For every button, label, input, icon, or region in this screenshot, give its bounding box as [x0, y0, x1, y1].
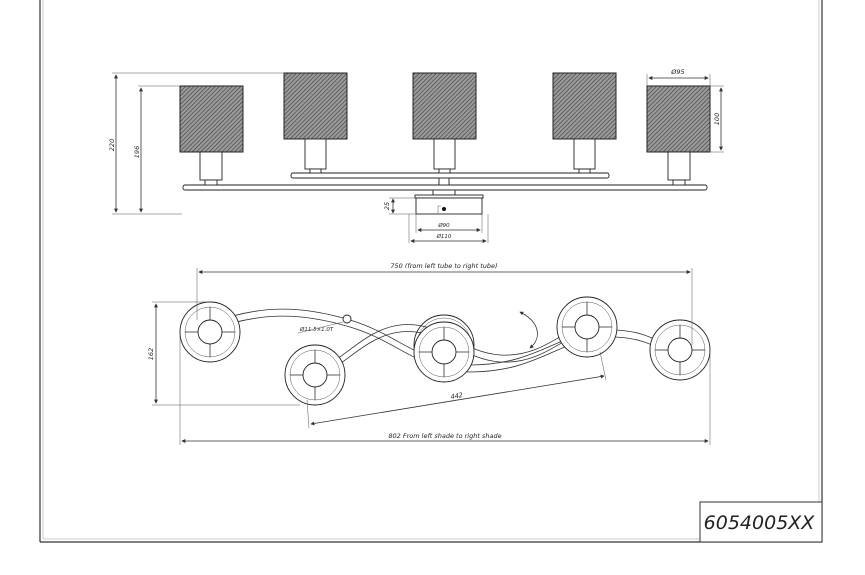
lower-bar [182, 184, 708, 191]
dim-shade-height-label: 100 [713, 113, 721, 125]
shade-3 [412, 72, 477, 174]
dim-depth: 162 [147, 301, 300, 406]
dim-diagonal: 442 [306, 351, 607, 429]
front-view: 220 196 Ø95 100 25 [108, 68, 724, 243]
dim-total-height-label: 220 [108, 139, 116, 151]
dim-total-height: 220 [108, 72, 284, 215]
shade-5 [646, 85, 711, 186]
top-shade-2 [284, 344, 346, 406]
rotation-arrow [519, 311, 538, 349]
dim-tube-span-label: 750 (from left tube to right tube) [390, 262, 497, 270]
dim-tube: Ø11.5×1.0T [297, 314, 352, 334]
dim-tube-label: Ø11.5×1.0T [299, 326, 334, 333]
sheet-frame [39, 0, 823, 543]
dim-diagonal-label: 442 [450, 391, 464, 401]
dim-canopy-height: 25 [383, 197, 416, 215]
dim-shade-span-label: 802 From left shade to right shade [388, 432, 501, 440]
top-shade-5 [649, 319, 711, 381]
dim-canopy-inner-label: Ø90 [437, 222, 450, 229]
dim-height-label: 196 [133, 146, 141, 158]
dim-tube-span: 750 (from left tube to right tube) [196, 262, 693, 345]
dim-canopy-height-label: 25 [383, 202, 391, 210]
dim-shade-diameter-label: Ø95 [670, 68, 684, 76]
top-shade-4 [556, 296, 618, 358]
model-number: 6054005XX [704, 512, 816, 534]
dim-shade-span: 802 From left shade to right shade [179, 335, 711, 445]
title-block: 6054005XX [699, 501, 823, 543]
shade-2 [283, 72, 348, 174]
dim-depth-label: 162 [147, 348, 155, 360]
upper-bar [290, 172, 610, 179]
dim-canopy: Ø90 Ø110 [408, 214, 489, 243]
top-view: Ø11.5×1.0T 750 (from left tube to right … [147, 262, 711, 445]
shade-4 [552, 72, 617, 174]
top-shade-3 [413, 321, 475, 383]
dim-shade-height: 100 [710, 85, 724, 153]
dim-height: 196 [133, 85, 180, 213]
top-shade-1 [179, 301, 241, 363]
shade-1 [179, 85, 244, 186]
dim-shade-diameter: Ø95 [646, 68, 711, 86]
dim-canopy-outer-label: Ø110 [436, 233, 452, 240]
canopy [414, 177, 484, 215]
